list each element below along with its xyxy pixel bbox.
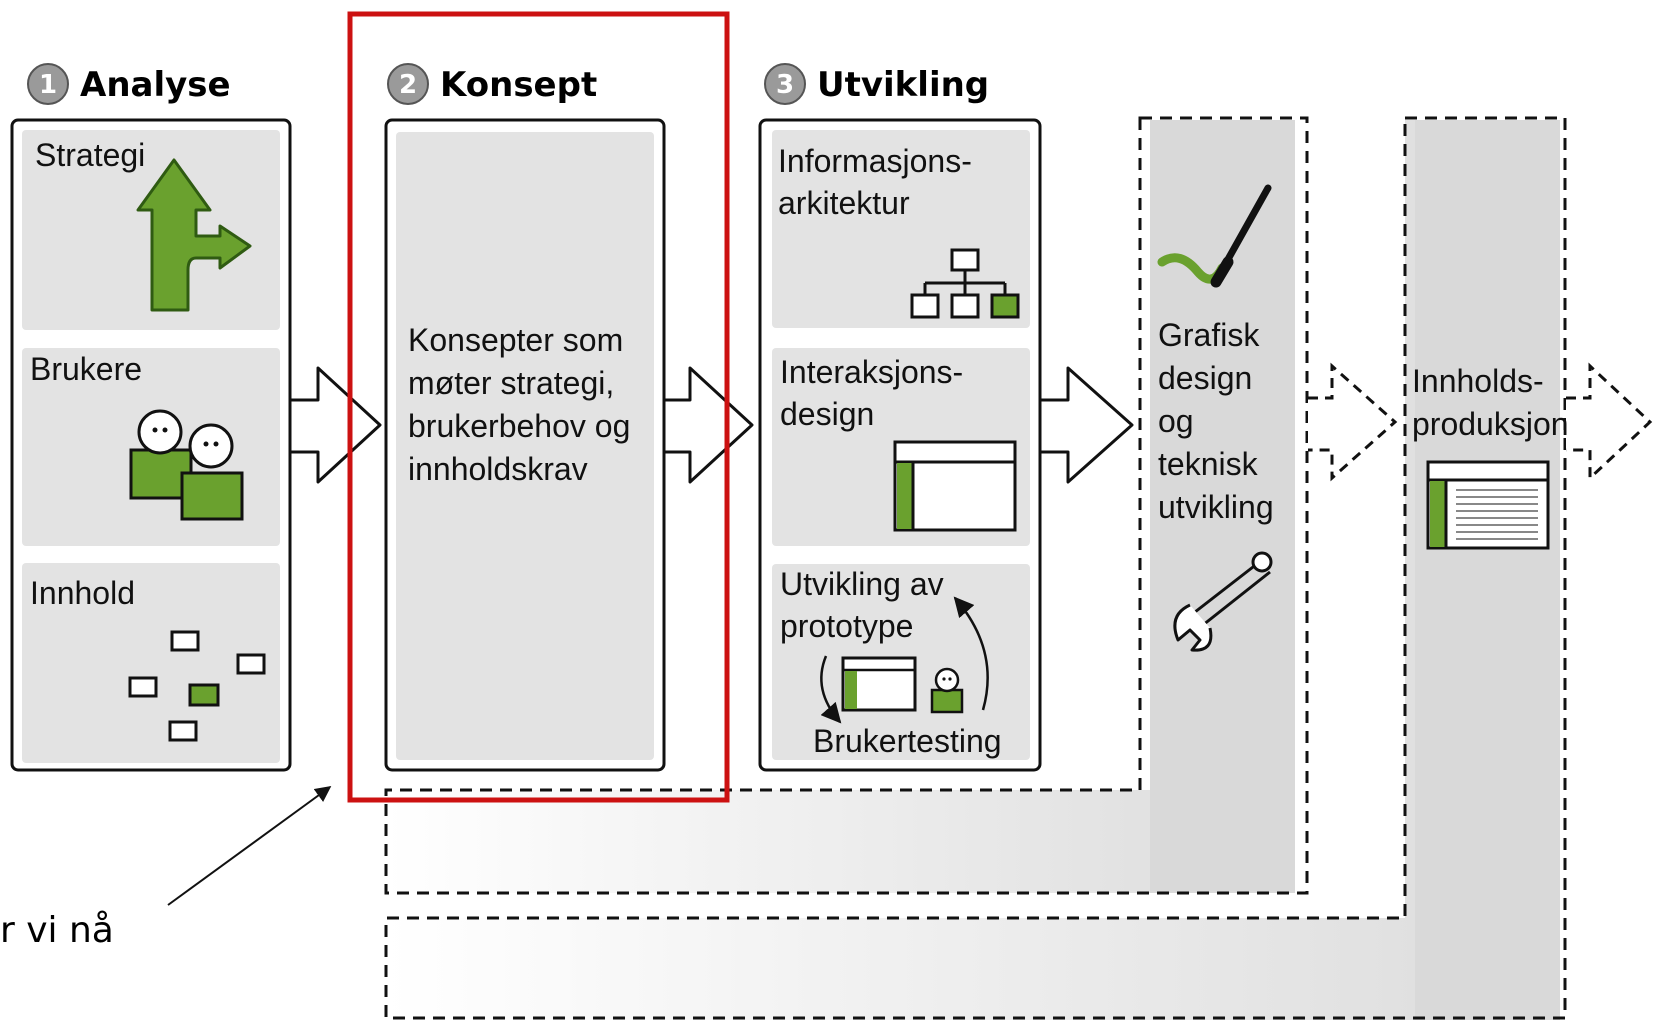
phase-title-konsept: Konsept (440, 65, 597, 105)
grafisk-line-2: design (1158, 360, 1252, 396)
current-phase-highlight (347, 11, 730, 803)
konsept-text-line-3: brukerbehov og (408, 408, 630, 444)
brukertesting-label: Brukertesting (813, 723, 1002, 759)
pointer-label: r vi nå (0, 910, 114, 951)
pointer-arrow (167, 786, 332, 906)
konsept-text-line-2: møter strategi, (408, 365, 614, 401)
konsept-text-line-4: innholdskrav (408, 451, 588, 487)
innholdsproduksjon-line-2: produksjon (1412, 406, 1569, 442)
ix-label-line-2: design (780, 396, 874, 432)
grafisk-line-4: teknisk (1158, 446, 1259, 482)
strategy-branch-icon (136, 158, 252, 312)
phase-title-analyse: Analyse (80, 65, 231, 105)
ix-label-line-1: Interaksjons- (780, 354, 963, 390)
prototype-testing-cycle-icon (820, 596, 989, 724)
ia-label-line-1: Informasjons- (778, 143, 972, 179)
window-layout-icon (893, 440, 1017, 532)
arrow-konsept-to-utvikling (662, 366, 754, 484)
arrow-innhold-out (1566, 362, 1653, 482)
phase-badge-2 (387, 63, 429, 105)
users-icon (129, 409, 244, 521)
proto-label-line-2: prototype (780, 608, 913, 644)
arrow-analyse-to-konsept (290, 366, 382, 484)
strategi-label: Strategi (35, 137, 145, 173)
wrench-icon (1173, 551, 1273, 652)
phase-title-utvikling: Utvikling (817, 65, 989, 105)
content-blocks-icon (128, 630, 266, 742)
content-page-icon (1426, 460, 1550, 550)
innholdsproduksjon-line-1: Innholds- (1412, 363, 1544, 399)
grafisk-design-band (384, 116, 1309, 895)
proto-label-line-1: Utvikling av (780, 566, 944, 602)
grafisk-line-1: Grafisk (1158, 317, 1260, 353)
konsept-text-line-1: Konsepter som (408, 322, 623, 358)
phase-badge-3 (764, 63, 806, 105)
phase-number-3: 3 (776, 70, 794, 100)
grafisk-line-5: utvikling (1158, 489, 1274, 525)
brukere-label: Brukere (30, 351, 142, 387)
arrow-grafisk-to-innhold (1308, 362, 1398, 482)
sitemap-icon (910, 248, 1020, 319)
konsept-column (384, 118, 666, 772)
phase-number-2: 2 (399, 70, 417, 100)
phase-badge-1 (27, 63, 69, 105)
phase-number-1: 1 (39, 70, 57, 100)
arrow-utvikling-to-grafisk (1040, 366, 1134, 484)
ia-label-line-2: arkitektur (778, 185, 910, 221)
innholdsproduksjon-band (384, 116, 1567, 1020)
innhold-label: Innhold (30, 575, 135, 611)
paintbrush-icon (1157, 184, 1272, 288)
grafisk-line-3: og (1158, 403, 1194, 439)
